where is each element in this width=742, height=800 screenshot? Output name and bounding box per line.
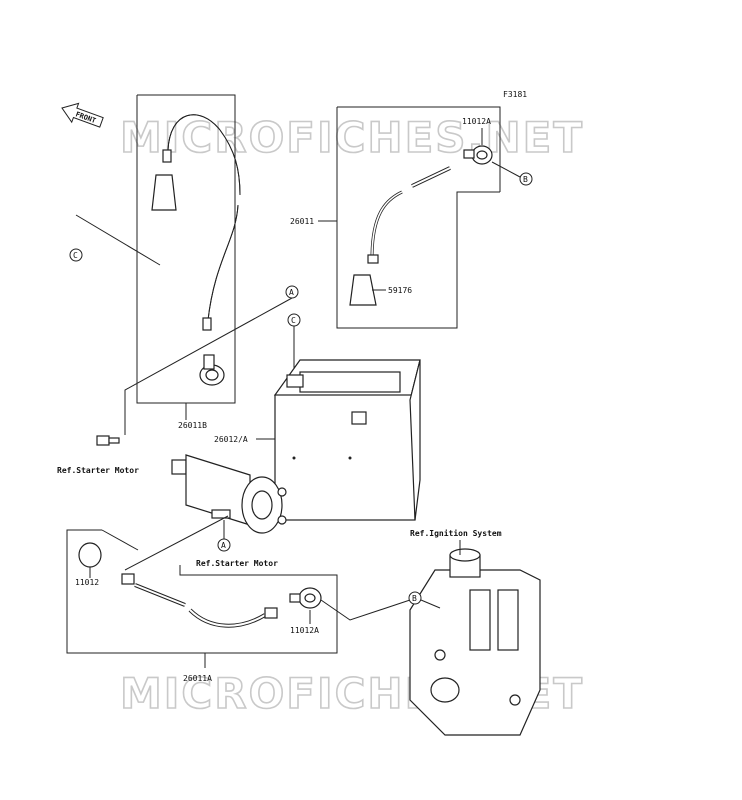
ref-starter-motor-mid: Ref.Starter Motor [196, 559, 278, 568]
callout-b-upper [519, 172, 533, 186]
label-11012: 11012 [75, 578, 99, 587]
label-11012a-top: 11012A [462, 117, 491, 126]
ref-ignition-system: Ref.Ignition System [410, 528, 502, 538]
group-26011a [66, 515, 338, 654]
bolt-icon [96, 435, 120, 446]
group-26011b [136, 94, 241, 404]
battery-icon [273, 359, 421, 521]
callout-c-left [69, 248, 83, 262]
label-26012a: 26012/A [214, 435, 248, 444]
ref-starter-motor-left: Ref.Starter Motor [57, 466, 139, 475]
label-11012a-bottom: 11012A [290, 626, 319, 635]
callout-b-upper-text: B [523, 175, 528, 184]
ignition-system-icon [409, 548, 541, 736]
front-label: FRONT [74, 110, 97, 125]
watermark-top: MICROFICHES.NET [120, 113, 584, 162]
boot-59176-icon [349, 274, 377, 306]
callout-c-left-text: C [73, 251, 78, 260]
starter-motor-icon [171, 454, 287, 534]
boot-11012-icon [78, 542, 102, 568]
boot-icon [151, 174, 177, 211]
callout-b-lower-text: B [412, 594, 417, 603]
callout-c-upper-text: C [291, 316, 296, 325]
label-26011a: 26011A [183, 674, 212, 683]
front-arrow-icon: FRONT [61, 102, 104, 128]
label-26011: 26011 [290, 217, 314, 226]
callout-a-mid-text: A [221, 541, 226, 550]
group-26011 [336, 106, 501, 329]
label-59176: 59176 [388, 286, 412, 295]
figure-id: F3181 [503, 90, 527, 99]
callout-a-upper-text: A [289, 288, 294, 297]
callout-b-lower [408, 591, 422, 605]
label-26011b: 26011B [178, 421, 207, 430]
